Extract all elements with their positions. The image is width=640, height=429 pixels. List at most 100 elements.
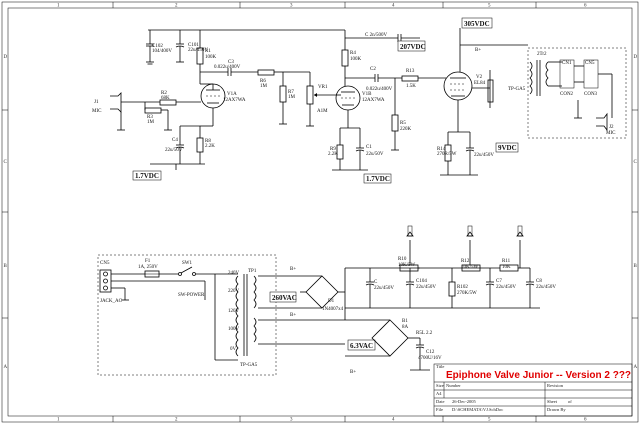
v1a-type: 12AX7WA — [223, 98, 246, 103]
cn5-ref: CN5 — [585, 61, 595, 66]
r7-ref: R7 — [288, 90, 294, 95]
tap-100: 100V — [228, 327, 240, 332]
r8-value: 2.2K — [205, 144, 215, 149]
zone-row-b: B — [4, 264, 8, 269]
c-feedback-label: C 2n/500V — [365, 33, 387, 38]
r12-value: 10K/5W — [461, 265, 479, 270]
c3-value: 0.022u/400V — [214, 65, 241, 70]
r14-ref: R14 — [437, 147, 446, 152]
file-label: File — [436, 407, 443, 412]
c8-ref: C8 — [536, 279, 542, 284]
revision-label: Revision — [547, 383, 564, 388]
zone-col-3-bottom: 3 — [290, 418, 293, 423]
tap-220: 220V — [228, 289, 240, 294]
net-b-plus-4: B+ — [350, 370, 356, 375]
net-b-plus-1: B+ — [475, 48, 481, 53]
r1-value: 100K — [205, 55, 217, 60]
schematic-title: Epiphone Valve Junior -- Version 2 ??? — [446, 370, 631, 381]
c102-value: 104/400V — [152, 49, 172, 54]
date-label: Date — [436, 399, 445, 404]
c4-value: 22u/50V — [165, 148, 183, 153]
r12-ref: R12 — [461, 259, 470, 264]
r4-value: 100K — [350, 57, 362, 62]
r1-ref: R1 — [205, 49, 211, 54]
r2-ref: R2 — [161, 91, 167, 96]
r8-ref: R8 — [205, 139, 211, 144]
zone-row-d-right: D — [634, 55, 638, 60]
c8-value: 22u/450V — [536, 285, 556, 290]
voltage-260vac: 260VAC — [272, 294, 297, 302]
c3-ref: C3 — [228, 60, 234, 65]
c-a-value: 22u/450V — [374, 286, 394, 291]
zone-col-6: 6 — [584, 4, 587, 9]
voltage-305vdc: 305VDC — [464, 20, 490, 28]
c104-value: 22u/450V — [416, 285, 436, 290]
sheet-value: of — [568, 399, 572, 404]
net-b-plus-2: B+ — [290, 267, 296, 272]
zone-col-4-bottom: 4 — [392, 418, 395, 423]
c7-value: 22u/450V — [496, 285, 516, 290]
f1-value: 1A, 250V — [138, 265, 158, 270]
zone-col-2: 2 — [175, 4, 178, 9]
r5-ref: R5 — [400, 121, 406, 126]
r3-value: 1M — [147, 120, 155, 125]
b1-value: 8A — [402, 325, 409, 330]
con2-ref: CON2 — [560, 92, 574, 97]
v1b-tube — [335, 85, 361, 111]
r11-value: 10K — [502, 265, 511, 270]
tpga5-top: TP-GA5 — [508, 87, 526, 92]
date-value: 26-Dec-2005 — [452, 399, 476, 404]
r14-value: 270R/5W — [437, 152, 457, 157]
tr2-ref: 2Tr2 — [537, 52, 547, 57]
zone-row-a-right: A — [634, 365, 638, 370]
zone-col-3: 3 — [290, 4, 293, 9]
r3-ref: R3 — [147, 115, 153, 120]
v1b-type: 12AX7WA — [362, 98, 385, 103]
v1a-ref: V1A — [227, 92, 237, 97]
j2-mic-label: MIC — [606, 131, 616, 136]
c2-ref: C2 — [370, 67, 376, 72]
zone-col-4: 4 — [392, 4, 395, 9]
r10-ref: R10 — [398, 257, 407, 262]
zone-col-5: 5 — [488, 4, 491, 9]
c1-value: 22u/50V — [366, 152, 384, 157]
f1-ref: F1 — [145, 259, 151, 264]
output-transformer-box — [527, 47, 627, 139]
v2-type: EL84 — [474, 81, 486, 86]
jack-ac-label: JACK_AC — [100, 299, 123, 304]
sheet-inner-border — [7, 7, 633, 417]
r102-value: 270K/5W — [457, 291, 477, 296]
c7-ref: C7 — [496, 279, 502, 284]
r6-ref: R6 — [260, 79, 266, 84]
c5-value: 22u/450V — [474, 153, 494, 158]
r10-value: 10K/5W — [398, 263, 416, 268]
tp1-ref: TP1 — [248, 269, 257, 274]
ac-inlet — [99, 269, 112, 293]
drawn-by-label: Drawn By — [547, 407, 566, 412]
zone-col-1: 1 — [57, 4, 60, 9]
vr1-ref: VR1 — [318, 85, 328, 90]
zone-row-c-right: C — [634, 160, 638, 165]
c4-ref: C4 — [172, 138, 178, 143]
sw-power-label: SW-POWER — [178, 293, 205, 298]
r5-value: 220K — [400, 127, 412, 132]
sw1-ref: SW1 — [182, 261, 193, 266]
c-a-ref: C — [374, 280, 378, 285]
c101-ref: C101 — [188, 43, 199, 48]
power-input-box — [97, 254, 277, 376]
c101-value: 22u/450V — [188, 48, 208, 53]
vr1-value: A1M — [317, 109, 328, 114]
c12-value: 4700U/16V — [418, 356, 442, 361]
r13-ref: R13 — [406, 69, 415, 74]
r4-ref: R4 — [350, 51, 356, 56]
j1-ref: J1 — [94, 100, 99, 105]
title-label: Title — [436, 364, 444, 369]
voltage-9vdc: 9VDC — [498, 144, 517, 152]
zone-col-2-bottom: 2 — [175, 418, 178, 423]
c2-value: 0.022u/400V — [366, 87, 393, 92]
zone-col-6-bottom: 6 — [584, 418, 587, 423]
zone-row-d: D — [4, 55, 8, 60]
cn1-ref: CN1 — [562, 61, 572, 66]
